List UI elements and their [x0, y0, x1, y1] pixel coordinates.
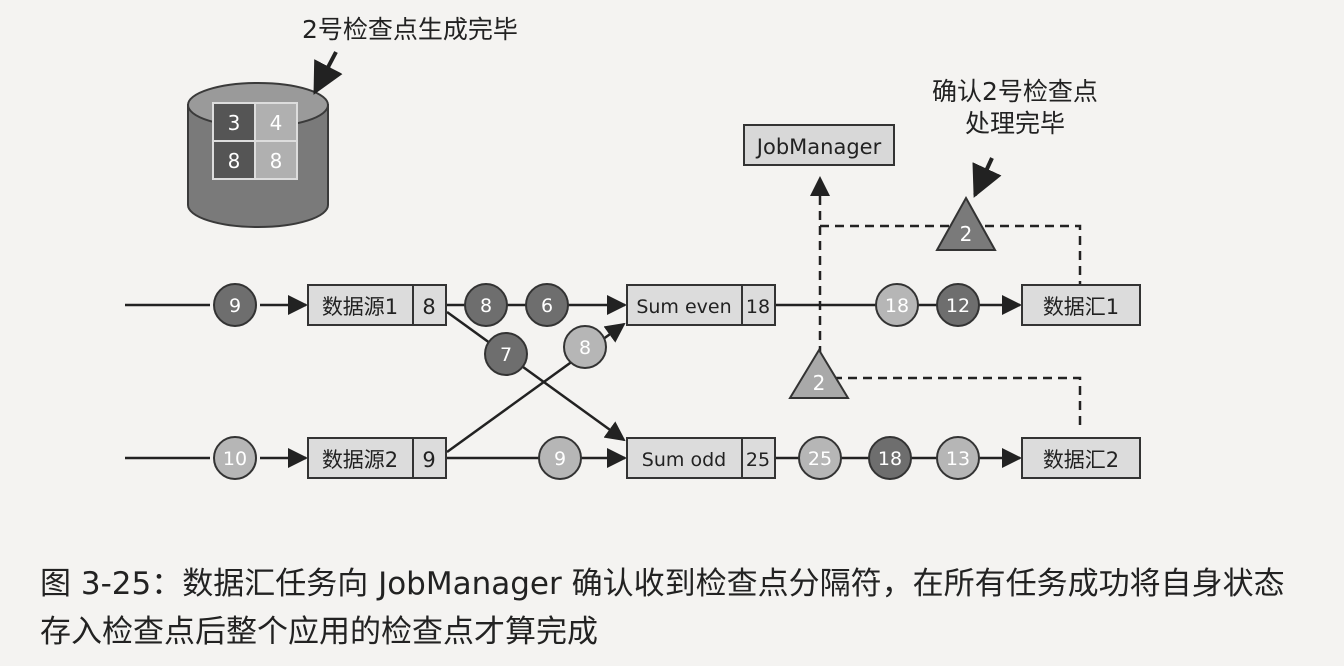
caption-line1: 图 3-25：数据汇任务向 JobManager 确认收到检查点分隔符，在所有任…	[40, 566, 1285, 602]
sum-odd-name: Sum odd	[642, 449, 726, 471]
barrier-top-triangle	[935, 195, 997, 251]
record-s1-b: 6	[525, 283, 569, 327]
checkpoint-diagram: 3 4 8 8 2号检查点生成完毕 JobManager 确认2号检查点 处理完…	[125, 15, 1141, 480]
barrier-bottom-triangle	[788, 348, 850, 399]
sum-even-node: Sum even 18	[626, 284, 776, 326]
storage-label: 2号检查点生成完毕	[302, 15, 518, 44]
state-cell-1: 3	[228, 111, 241, 135]
confirm-note-line2: 处理完毕	[965, 109, 1065, 138]
confirm-note-line1: 确认2号检查点	[932, 77, 1098, 106]
record-even-12: 12	[936, 283, 980, 327]
confirm-pointer-arrow	[972, 157, 1002, 198]
sink2-name: 数据汇2	[1043, 448, 1119, 472]
svg-text:25: 25	[808, 448, 832, 470]
figure-caption: 图 3-25：数据汇任务向 JobManager 确认收到检查点分隔符，在所有任…	[40, 560, 1320, 656]
caption-line2: 存入检查点后整个应用的检查点才算完成	[40, 614, 598, 650]
svg-text:7: 7	[500, 344, 512, 366]
svg-text:10: 10	[223, 448, 247, 470]
svg-text:13: 13	[946, 448, 970, 470]
svg-text:9: 9	[229, 295, 241, 317]
record-odd-13: 13	[936, 436, 980, 480]
record-in2: 10	[213, 436, 257, 480]
svg-text:18: 18	[885, 295, 909, 317]
checkpoint-state-grid: 3 4 8 8	[212, 102, 298, 180]
record-in1: 9	[213, 283, 257, 327]
source2-node: 数据源2 9	[307, 437, 447, 479]
sum-even-state: 18	[746, 296, 770, 318]
sum-odd-node: Sum odd 25	[626, 437, 776, 479]
barrier-top-label: 2	[960, 222, 973, 246]
svg-text:12: 12	[946, 295, 970, 317]
sum-odd-state: 25	[746, 449, 770, 471]
record-s1-a: 8	[464, 283, 508, 327]
state-cell-2: 4	[270, 111, 283, 135]
svg-text:6: 6	[541, 295, 553, 317]
svg-text:8: 8	[579, 337, 591, 359]
record-even-18: 18	[875, 283, 919, 327]
sink2-ack-dashed-line	[810, 176, 1082, 425]
barrier-bottom-label: 2	[813, 371, 826, 395]
sink1-name: 数据汇1	[1043, 295, 1119, 319]
record-odd-25: 25	[798, 436, 842, 480]
state-cell-4: 8	[270, 149, 283, 173]
source1-state: 8	[422, 295, 435, 319]
record-cross-8: 8	[563, 325, 607, 369]
source1-name: 数据源1	[322, 295, 398, 319]
svg-text:8: 8	[480, 295, 492, 317]
source1-to-sumodd-cross-arrow	[446, 310, 626, 442]
sink1-ack-dashed-line	[820, 224, 1082, 290]
sink1-node: 数据汇1	[1021, 284, 1141, 326]
state-cell-3: 8	[228, 149, 241, 173]
record-cross-7: 7	[484, 332, 528, 376]
svg-text:9: 9	[554, 448, 566, 470]
source2-state: 9	[422, 448, 435, 472]
record-s2-9: 9	[538, 436, 582, 480]
source1-node: 数据源1 8	[307, 284, 447, 326]
jobmanager-box	[743, 124, 895, 166]
svg-text:18: 18	[878, 448, 902, 470]
jobmanager-label: JobManager	[755, 135, 882, 159]
source2-name: 数据源2	[322, 448, 398, 472]
sink2-node: 数据汇2	[1021, 437, 1141, 479]
sum-even-name: Sum even	[636, 296, 731, 318]
storage-pointer-arrow	[313, 51, 343, 95]
record-odd-18: 18	[868, 436, 912, 480]
